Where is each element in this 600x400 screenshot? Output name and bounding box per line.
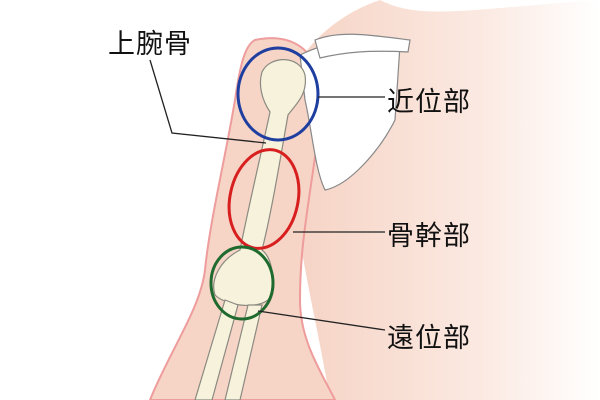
proximal-circle: [236, 46, 320, 142]
forearm-bone: [194, 299, 239, 400]
proximal-label: 近位部: [387, 87, 471, 118]
bone-label: 上腕骨: [108, 29, 192, 60]
distal-circle: [209, 245, 275, 321]
shaft-label: 骨幹部: [387, 221, 471, 252]
clavicle: [314, 33, 411, 59]
forearm-bone: [224, 304, 263, 400]
bone-leader-line: [149, 59, 267, 144]
distal-label: 遠位部: [387, 323, 471, 354]
distal-leader-line: [257, 310, 386, 331]
